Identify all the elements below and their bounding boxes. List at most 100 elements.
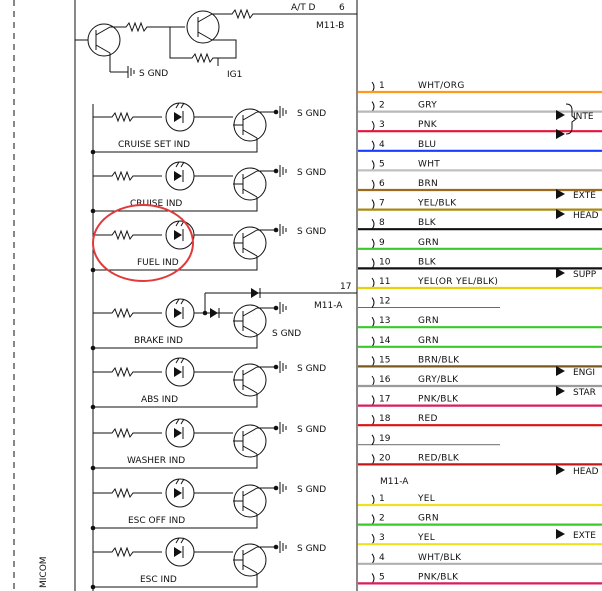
indicator-label: FUEL IND — [137, 258, 179, 268]
pin-bracket — [371, 553, 375, 565]
arrow-right-icon — [556, 189, 565, 199]
destination-item: STAR — [556, 386, 596, 398]
atd-pin: 6 — [339, 3, 345, 13]
wire-name: RED/BLK — [418, 453, 460, 463]
wire-row: 1 WHT/ORG — [358, 81, 602, 94]
sgnd-top: S GND — [139, 69, 168, 79]
inte-bracket — [565, 103, 577, 135]
wire-name: WHT/ORG — [418, 81, 465, 91]
wire-name: PNK/BLK — [418, 572, 459, 582]
fuel-ind-highlight — [92, 204, 194, 282]
wire-pin: 13 — [379, 316, 390, 326]
indicator-label: CRUISE IND — [130, 199, 182, 209]
arrow-right-icon — [556, 529, 565, 539]
led-diode-icon — [174, 488, 182, 498]
wire-pin: 12 — [379, 297, 390, 307]
pin-bracket — [371, 277, 375, 289]
wire-name: RED — [418, 414, 438, 424]
indicator-label: WASHER IND — [127, 456, 185, 466]
arrow-right-icon — [556, 110, 565, 120]
wire-pin: 8 — [379, 218, 385, 228]
indicator-label: BRAKE IND — [134, 336, 183, 346]
gnd-node — [273, 425, 279, 431]
wire-name: BRN — [418, 179, 438, 189]
destination-item: EXTE — [556, 529, 596, 541]
indicator-4: S GND BRAKE IND — [90, 293, 301, 351]
pin-bracket — [371, 336, 375, 348]
wire-name: YEL/BLK — [417, 199, 457, 209]
wire-name: PNK — [418, 120, 438, 130]
m11a-mid-label: M11-A — [314, 301, 343, 311]
gnd-node — [273, 485, 279, 491]
destination-label: ENGI — [573, 368, 595, 378]
ig1-label: IG1 — [227, 70, 242, 80]
wire-pin: 9 — [379, 238, 385, 248]
pin-bracket — [371, 140, 375, 152]
wire-row: 19 — [358, 434, 500, 446]
led-diode-icon — [174, 230, 182, 240]
wire-pin: 11 — [379, 277, 390, 287]
indicator-resistor — [93, 111, 162, 123]
indicator-gnd-label: S GND — [297, 364, 326, 374]
wire-name: YEL(OR YEL/BLK) — [417, 277, 498, 287]
gnd-node — [273, 364, 279, 370]
indicator-resistor — [93, 427, 162, 439]
pin-bracket — [371, 120, 375, 132]
indicator-gnd-label: S GND — [272, 329, 301, 339]
pin-bracket — [371, 494, 375, 506]
arrow-right-icon — [556, 209, 565, 219]
wire-pin: 1 — [379, 81, 385, 91]
atd-label: A/T D — [291, 3, 316, 13]
wire-pin: 19 — [379, 434, 391, 444]
transistor-q1 — [87, 23, 121, 57]
indicator-resistor — [93, 546, 162, 558]
wire-pin: 14 — [379, 336, 391, 346]
indicator-gnd-label: S GND — [297, 168, 326, 178]
wire-pin: 1 — [379, 494, 385, 504]
wire-name: GRY/BLK — [418, 375, 459, 385]
micom-label: MICOM — [39, 556, 49, 588]
led-diode-icon — [174, 367, 182, 377]
brake-feed-diode — [251, 288, 259, 298]
gnd-node — [273, 544, 279, 550]
led-diode-icon — [174, 112, 182, 122]
destination-item: HEAD — [556, 465, 599, 477]
arrow-right-icon — [556, 129, 565, 139]
pin-bracket — [371, 375, 375, 387]
arrow-right-icon — [556, 268, 565, 278]
pin-bracket — [371, 573, 375, 584]
pin-bracket — [371, 297, 375, 308]
wire-name: YEL — [417, 533, 435, 543]
wire-name: WHT — [418, 159, 440, 169]
brake-diode-icon — [210, 308, 218, 318]
wire-name: BLK — [418, 218, 437, 228]
pin-bracket — [371, 533, 375, 545]
wire-pin: 4 — [379, 553, 385, 563]
indicator-label: ESC OFF IND — [128, 516, 185, 526]
destination-item: HEAD — [556, 209, 599, 221]
gnd-node — [273, 109, 279, 115]
destination-label: EXTE — [573, 191, 596, 201]
indicator-resistor — [93, 487, 162, 499]
indicator-gnd-label: S GND — [297, 425, 326, 435]
pin-bracket — [371, 514, 375, 525]
wire-pin: 3 — [379, 120, 385, 130]
indicator-resistor — [93, 229, 162, 241]
